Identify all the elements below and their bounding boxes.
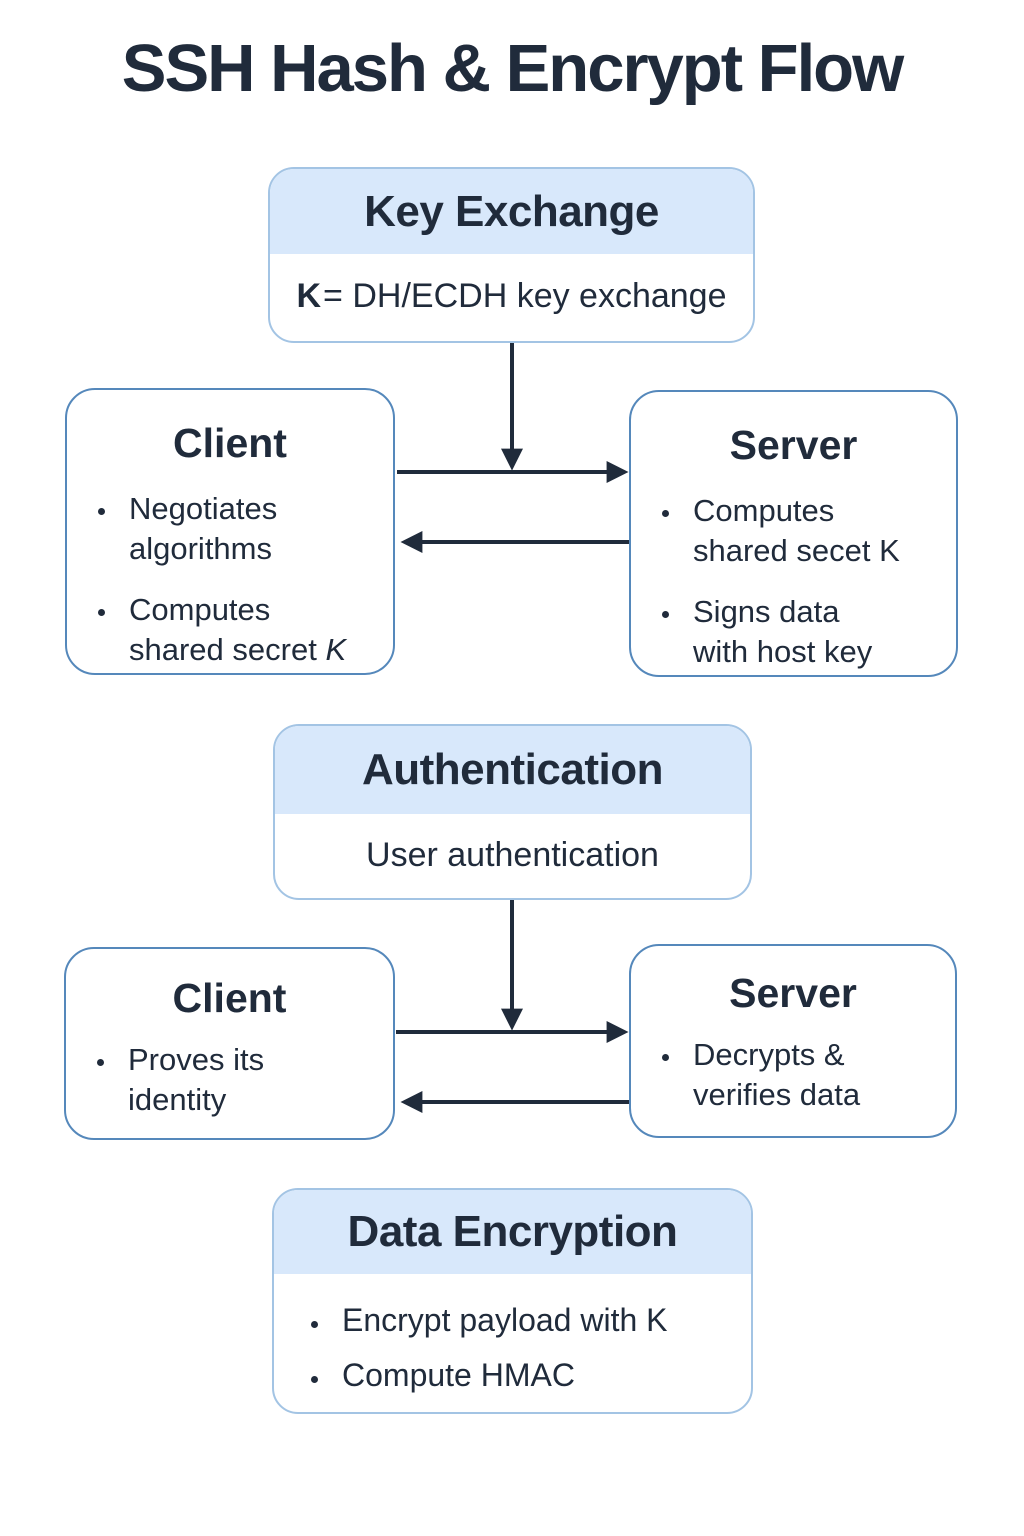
key-exchange-body: K = DH/ECDH key exchange: [270, 254, 753, 339]
auth-server-title: Server: [729, 970, 857, 1016]
list-item: Encrypt payload with K: [332, 1302, 751, 1339]
kex-client-title: Client: [173, 420, 287, 466]
page-title: SSH Hash & Encrypt Flow: [121, 31, 904, 106]
auth-client-bullets: Proves its identity: [66, 1040, 393, 1121]
auth-client-box: Client Proves its identity: [64, 947, 395, 1140]
kex-client-bullets: Negotiates algorithms Computes shared se…: [67, 489, 393, 670]
kex-server-bullets: Computes shared secet K Signs data with …: [631, 491, 956, 672]
list-item: Compute HMAC: [332, 1357, 751, 1394]
authentication-header: Authentication: [275, 726, 750, 814]
data-encryption-header: Data Encryption: [274, 1190, 751, 1274]
list-item: Negotiates algorithms: [119, 489, 393, 570]
list-item: Signs data with host key: [683, 592, 956, 673]
authentication-body: User authentication: [366, 835, 659, 874]
key-symbol: K: [296, 277, 322, 315]
list-item: Decrypts & verifies data: [683, 1035, 955, 1116]
auth-server-box: Server Decrypts & verifies data: [629, 944, 957, 1138]
auth-server-bullets: Decrypts & verifies data: [631, 1035, 955, 1116]
auth-client-title: Client: [172, 975, 287, 1021]
kex-server-box: Server Computes shared secet K Signs dat…: [629, 390, 958, 677]
key-exchange-box: Key Exchange K = DH/ECDH key exchange: [268, 167, 755, 343]
shared-secret-k: K: [325, 631, 347, 667]
list-item: Computes shared secet K: [683, 491, 956, 572]
key-exchange-header: Key Exchange: [270, 169, 753, 254]
data-encryption-box: Data Encryption Encrypt payload with K C…: [272, 1188, 753, 1414]
data-encryption-bullets: Encrypt payload with K Compute HMAC: [302, 1302, 751, 1394]
key-exchange-note: = DH/ECDH key exchange: [323, 277, 727, 315]
kex-client-box: Client Negotiates algorithms Computes sh…: [65, 388, 395, 675]
kex-server-title: Server: [729, 422, 858, 468]
list-item: Computes shared secret K: [119, 590, 393, 671]
authentication-box: Authentication User authentication: [273, 724, 752, 900]
list-item: Proves its identity: [118, 1040, 393, 1121]
data-encryption-body: Encrypt payload with K Compute HMAC: [274, 1274, 751, 1394]
